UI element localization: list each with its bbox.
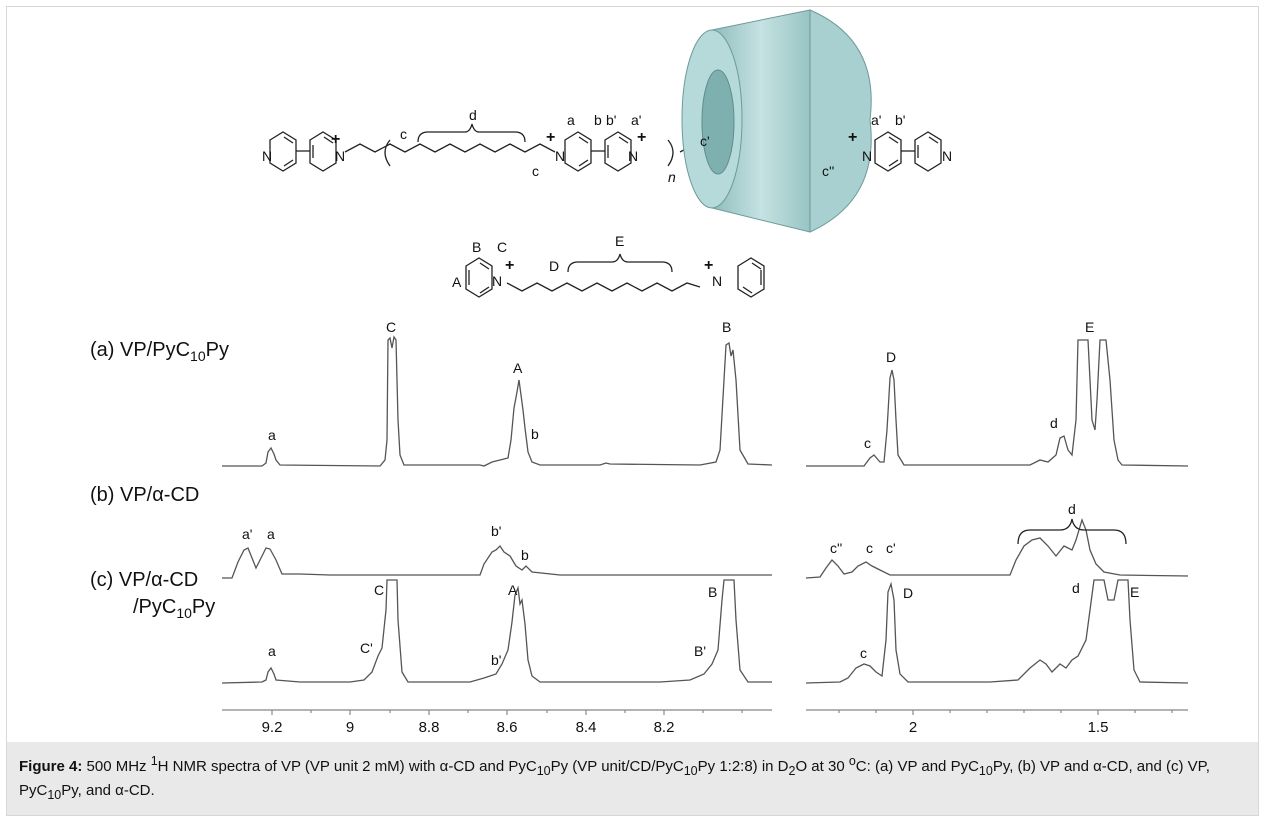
label-A-struct: A <box>452 274 462 290</box>
label-d-top: d <box>469 107 477 123</box>
spectrum-c-left <box>221 579 772 684</box>
tick-9: 9 <box>346 719 354 736</box>
figure-graphic: N N N N N N d c c a b b' a' c' c'' a' b'… <box>90 9 1189 736</box>
caption-bold: Figure 4: <box>19 758 83 775</box>
atom-n-py1: N <box>492 273 502 289</box>
row-label-b: (b) VP/α-CD <box>90 484 199 506</box>
spectrum-c <box>221 579 1189 684</box>
label-n-repeat: n <box>668 169 676 185</box>
spectrum-b-right <box>805 518 1189 579</box>
peak-a-d: d <box>1050 415 1058 431</box>
peak-c-a: a <box>268 643 276 659</box>
tick-2: 2 <box>909 719 917 736</box>
atom-n-right: N <box>942 148 952 164</box>
label-ap-right: a' <box>871 112 881 128</box>
peak-b-cpp: c'' <box>830 540 842 556</box>
row-label-c-line2: /PyC10Py <box>133 596 215 621</box>
peak-a-C: C <box>386 319 396 335</box>
tick-1.5: 1.5 <box>1088 719 1109 736</box>
spectrum-a-right <box>806 339 1189 467</box>
spectrum-b <box>222 518 1189 579</box>
peak-b-a: a <box>267 526 275 542</box>
pyc10py-labels: N N + + E B C A D <box>452 233 722 290</box>
svg-text:+: + <box>848 129 857 146</box>
peak-c-Bp: B' <box>694 643 706 659</box>
svg-text:+: + <box>637 129 646 146</box>
label-E-struct: E <box>615 233 624 249</box>
figure-caption: Figure 4: 500 MHz 1H NMR spectra of VP (… <box>7 742 1258 815</box>
peak-labels: C A B a b D E c d a' a b' b c'' c c' d C… <box>242 319 1139 668</box>
tick-labels: 9.2 9 8.8 8.6 8.4 8.2 2 1.5 <box>262 719 1109 736</box>
peak-c-D: D <box>903 585 913 601</box>
peak-a-a: a <box>268 427 276 443</box>
peak-c-E: E <box>1130 584 1139 600</box>
alpha-cd-cone <box>681 9 872 233</box>
label-c-top2: c <box>532 163 539 179</box>
peak-b-cp: c' <box>886 540 896 556</box>
atom-n-4: N <box>862 148 872 164</box>
peak-a-B: B <box>722 319 731 335</box>
spectrum-c-right <box>805 579 1189 684</box>
peak-b-bp: b' <box>491 523 501 539</box>
tick-8.2: 8.2 <box>654 719 675 736</box>
spectrum-a-left <box>222 335 773 467</box>
svg-text:+: + <box>505 257 514 274</box>
svg-text:+: + <box>704 257 713 274</box>
atom-n-2: N <box>555 148 565 164</box>
tick-9.2: 9.2 <box>262 719 283 736</box>
label-c-top1: c <box>400 126 407 142</box>
svg-text:+: + <box>546 129 555 146</box>
tick-8.4: 8.4 <box>576 719 597 736</box>
peak-a-A: A <box>513 360 523 376</box>
label-cpp-top: c'' <box>822 163 834 179</box>
peak-c-A: A <box>508 582 518 598</box>
atom-n-3: N <box>628 148 638 164</box>
label-a-top: a <box>567 112 575 128</box>
peak-c-Cp: C' <box>360 640 373 656</box>
label-bp-right: b' <box>895 112 905 128</box>
bracket-d-b <box>1017 518 1127 545</box>
label-b-top: b <box>594 112 602 128</box>
label-C-struct: C <box>497 239 507 255</box>
atom-n-1: N <box>335 148 345 164</box>
svg-text:+: + <box>331 131 340 148</box>
figure-frame <box>6 6 1259 816</box>
axis-left <box>222 709 772 715</box>
label-cp-top: c' <box>700 133 710 149</box>
spectrum-a <box>222 335 1189 467</box>
label-bp-top: b' <box>606 112 616 128</box>
row-labels: (a) VP/PyC10Py (b) VP/α-CD (c) VP/α-CD /… <box>90 339 229 621</box>
peak-a-b: b <box>531 426 539 442</box>
tick-8.8: 8.8 <box>419 719 440 736</box>
label-D-struct: D <box>549 258 559 274</box>
axis-right <box>806 709 1188 715</box>
row-label-c-line1: (c) VP/α-CD <box>90 569 198 591</box>
tick-8.6: 8.6 <box>497 719 518 736</box>
structure-labels: N N N N N N d c c a b b' a' c' c'' a' b'… <box>262 107 952 185</box>
label-ap-top: a' <box>631 112 641 128</box>
label-B-struct: B <box>472 239 481 255</box>
pyc10py-structure <box>465 253 765 298</box>
peak-b-c: c <box>866 540 873 556</box>
peak-c-C: C <box>374 582 384 598</box>
peak-c-bp: b' <box>491 652 501 668</box>
peak-a-c: c <box>864 435 871 451</box>
peak-c-B: B <box>708 584 717 600</box>
peak-a-E: E <box>1085 319 1094 335</box>
atom-n-left: N <box>262 148 272 164</box>
peak-b-d: d <box>1068 501 1076 517</box>
row-label-a: (a) VP/PyC10Py <box>90 339 229 364</box>
spectrum-b-left <box>222 544 772 579</box>
peak-c-c: c <box>860 645 867 661</box>
peak-b-ap: a' <box>242 526 252 542</box>
atom-n-py2: N <box>712 273 722 289</box>
peak-b-b: b <box>521 547 529 563</box>
peak-c-d: d <box>1072 580 1080 596</box>
peak-a-D: D <box>886 349 896 365</box>
